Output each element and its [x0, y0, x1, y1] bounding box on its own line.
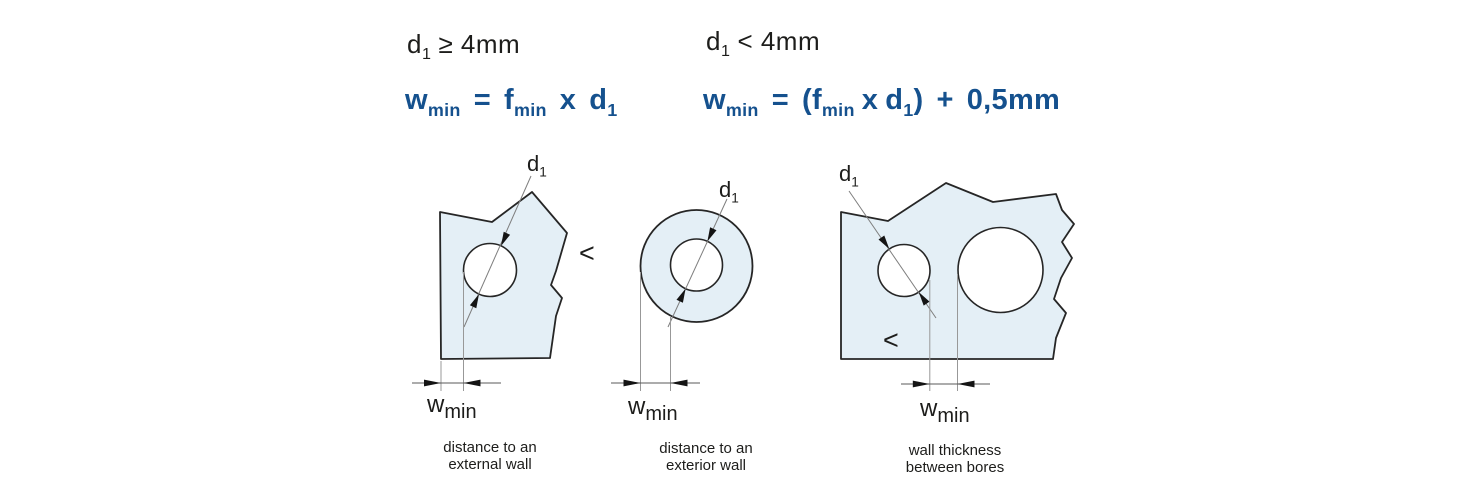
diagram-exterior-wall: [611, 198, 754, 391]
bore-hole-large: [957, 226, 1044, 314]
dimension-arrowhead: [912, 380, 930, 388]
dimension-arrowhead: [623, 379, 641, 387]
diameter-arrowhead: [469, 294, 479, 309]
caption-between-bores: wall thickness between bores: [905, 442, 1005, 476]
bore-diameter-label-right: d1: [839, 161, 859, 190]
formula-left: wmin = fmin x d1: [405, 84, 618, 120]
diameter-arrowhead: [878, 235, 890, 249]
less-than-symbol-inside-right: <: [883, 325, 899, 355]
condition-left: d1≥ 4mm: [407, 29, 521, 64]
bore-hole-left: [462, 242, 518, 298]
dimension-arrowhead: [670, 379, 688, 387]
diameter-arrowhead: [707, 227, 717, 242]
diagram-between-bores: [840, 182, 1075, 391]
formula-right: wmin = (fmin x d1) + 0,5mm: [703, 84, 1061, 120]
condition-right: d1< 4mm: [706, 26, 821, 61]
wmin-label-right: wmin: [920, 395, 970, 427]
wmin-label-left: wmin: [427, 391, 477, 423]
wmin-label-middle: wmin: [628, 393, 678, 425]
dimension-arrowhead: [424, 379, 441, 387]
diagram-external-wall: [412, 175, 568, 391]
bore-diameter-label-left: d1: [527, 151, 547, 180]
diameter-arrowhead: [676, 288, 686, 303]
diameter-arrowhead: [918, 292, 930, 306]
diameter-leader-middle: [667, 198, 728, 328]
dimension-arrowhead: [957, 380, 975, 388]
caption-external-wall: distance to an external wall: [443, 439, 537, 473]
dimension-arrowhead: [463, 379, 481, 387]
caption-exterior-wall: distance to an exterior wall: [659, 440, 753, 474]
diameter-arrowhead: [501, 231, 511, 246]
bore-diameter-label-middle: d1: [719, 177, 739, 206]
less-than-symbol-between: <: [579, 238, 595, 268]
